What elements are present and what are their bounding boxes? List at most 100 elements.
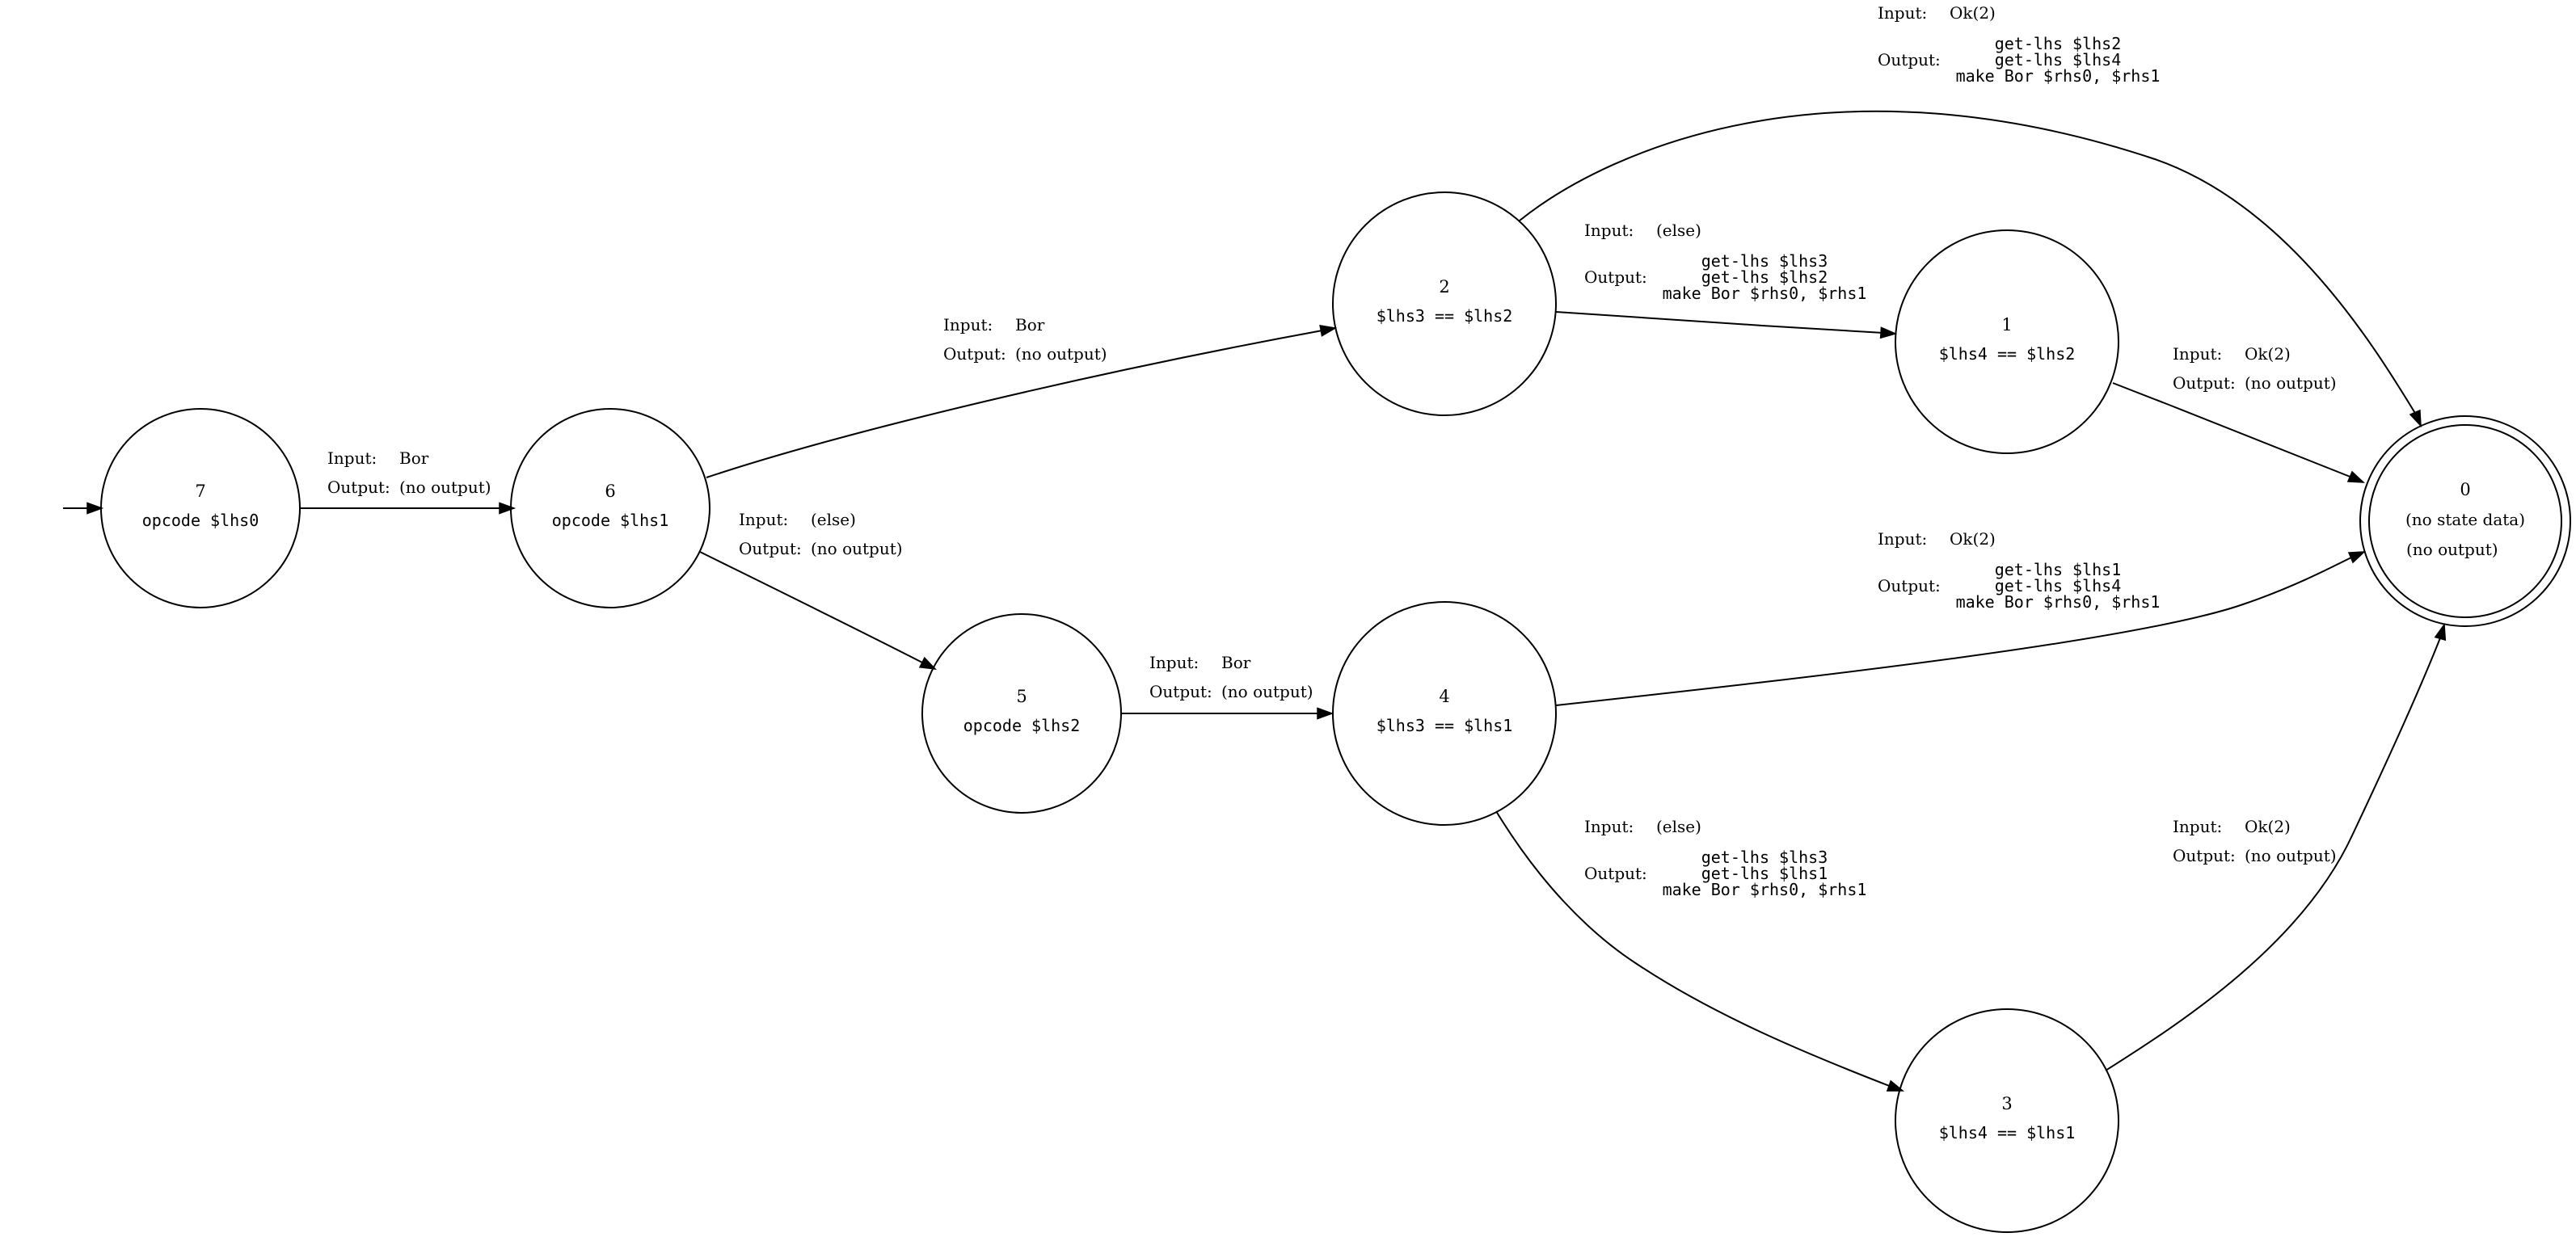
edge-output-value: (no output)	[1221, 682, 1313, 701]
edge-arrowhead	[2434, 622, 2447, 642]
state-node-label: opcode $lhs1	[552, 511, 669, 530]
state-node-label: $lhs4 == $lhs2	[1939, 344, 2076, 364]
edge-output-key: Output:	[1584, 267, 1647, 287]
edge-3-0: Input: Ok(2) Output: (no output)	[2105, 622, 2447, 1071]
start-arrow	[63, 502, 104, 515]
state-node-circle	[510, 408, 710, 608]
state-node-id: 2	[1439, 277, 1449, 297]
edge-output-value: (no output)	[811, 539, 903, 558]
state-node-circle	[2359, 415, 2571, 627]
edge-output-value: (no output)	[2245, 846, 2337, 865]
edge-line	[1555, 311, 1884, 334]
edge-1-0: Input: Ok(2) Output: (no output)	[2112, 344, 2366, 483]
state-node-label: $lhs3 == $lhs1	[1377, 716, 1513, 735]
edge-line	[2105, 635, 2442, 1071]
edge-output-key: Output:	[1584, 864, 1647, 883]
edge-input-key: Input:	[327, 448, 377, 468]
edge-arrowhead	[1886, 1079, 1905, 1092]
state-node-label: (no state data)	[2405, 510, 2525, 529]
edge-input-value: Ok(2)	[1950, 529, 1996, 549]
state-node-7[interactable]: 7 opcode $lhs0	[100, 408, 301, 608]
edge-output-value: (no output)	[399, 478, 491, 497]
edge-output-key: Output:	[2173, 846, 2236, 865]
edge-input-value: Ok(2)	[2245, 344, 2291, 364]
edge-output-line: get-lhs $lhs2	[1701, 267, 1828, 287]
edge-label: Input: (else) Output: (no output)	[739, 510, 903, 558]
state-node-circle	[921, 613, 1122, 814]
edge-input-key: Input:	[739, 510, 788, 529]
edge-output-key: Output:	[1149, 682, 1212, 701]
edge-output-line: make Bor $rhs0, $rhs1	[1956, 66, 2161, 86]
state-node-label: opcode $lhs0	[142, 511, 259, 530]
edge-arrowhead	[918, 656, 937, 670]
edge-line	[706, 330, 1323, 478]
edge-input-value: Ok(2)	[2245, 817, 2291, 836]
state-node-id: 1	[2001, 315, 2012, 334]
state-node-circle	[1332, 191, 1557, 416]
edge-input-value: Bor	[1221, 653, 1251, 672]
state-node-id: 6	[605, 482, 615, 501]
edge-arrowhead	[2347, 551, 2367, 564]
state-node-1[interactable]: 1 $lhs4 == $lhs2	[1895, 229, 2119, 454]
state-node-2[interactable]: 2$lhs3 == $lhs2	[1332, 191, 1557, 416]
accept-state-inner-circle	[2368, 424, 2562, 618]
state-node-4[interactable]: 4 $lhs3 == $lhs1	[1332, 601, 1557, 826]
edge-input-value: Bor	[1015, 315, 1045, 334]
edge-input-key: Input:	[2173, 817, 2222, 836]
edge-arrowhead	[2409, 409, 2422, 428]
state-node-id: 7	[195, 482, 205, 501]
edge-arrowhead	[2346, 470, 2366, 483]
edge-output-line: get-lhs $lhs4	[1995, 50, 2122, 69]
edge-output-line: get-lhs $lhs2	[1995, 34, 2122, 53]
edge-line	[2112, 382, 2353, 478]
state-node-3[interactable]: 3$lhs4 == $lhs1	[1895, 1008, 2119, 1233]
state-node-id: 4	[1439, 687, 1449, 706]
edge-output-value: (no output)	[1015, 344, 1107, 364]
state-node-label: opcode $lhs2	[963, 716, 1081, 735]
edge-output-line: get-lhs $lhs1	[1995, 560, 2122, 579]
edge-output-line: make Bor $rhs0, $rhs1	[1956, 592, 2161, 612]
edge-line	[1495, 810, 1892, 1088]
edge-6-5: Input: (else) Output: (no output)	[699, 510, 937, 670]
edge-output-key: Output:	[1878, 50, 1941, 69]
edge-label: Input:(else)Output:get-lhs $lhs3get-lhs …	[1584, 221, 1866, 303]
edge-arrowhead	[1879, 326, 1898, 339]
state-node-id: 5	[1016, 687, 1027, 706]
edge-input-key: Input:	[1584, 221, 1634, 240]
edge-input-key: Input:	[2173, 344, 2222, 364]
edge-arrowhead	[1317, 707, 1334, 720]
state-node-5[interactable]: 5 opcode $lhs2	[921, 613, 1122, 814]
edge-input-key: Input:	[1878, 529, 1927, 549]
state-node-label: $lhs4 == $lhs1	[1939, 1123, 2076, 1142]
edge-label: Input: Ok(2) Output: (no output)	[2173, 344, 2337, 393]
edge-input-key: Input:	[1878, 3, 1927, 23]
state-node-circle	[1332, 601, 1557, 826]
edge-output-line: get-lhs $lhs1	[1701, 864, 1828, 883]
edge-arrowhead	[499, 502, 516, 515]
edge-input-value: (else)	[811, 510, 856, 529]
state-node-circle	[100, 408, 301, 608]
state-node-6[interactable]: 6 opcode $lhs1	[510, 408, 710, 608]
edge-input-key: Input:	[1584, 817, 1634, 836]
state-node-circle	[1895, 229, 2119, 454]
edge-output-line: make Bor $rhs0, $rhs1	[1663, 880, 1867, 899]
state-node-0[interactable]: 0(no state data)(no output)	[2359, 415, 2571, 627]
edge-output-value: (no output)	[2245, 373, 2337, 393]
edge-line	[699, 551, 925, 664]
edge-output-key: Output:	[739, 539, 802, 558]
edge-output-key: Output:	[943, 344, 1006, 364]
edge-label: Input: Ok(2) Output: (no output)	[2173, 817, 2337, 865]
edge-output-key: Output:	[2173, 373, 2236, 393]
edge-output-line: get-lhs $lhs4	[1995, 576, 2122, 595]
edge-input-value: (else)	[1656, 221, 1701, 240]
edge-output-key: Output:	[327, 478, 390, 497]
state-node-circle	[1895, 1008, 2119, 1233]
